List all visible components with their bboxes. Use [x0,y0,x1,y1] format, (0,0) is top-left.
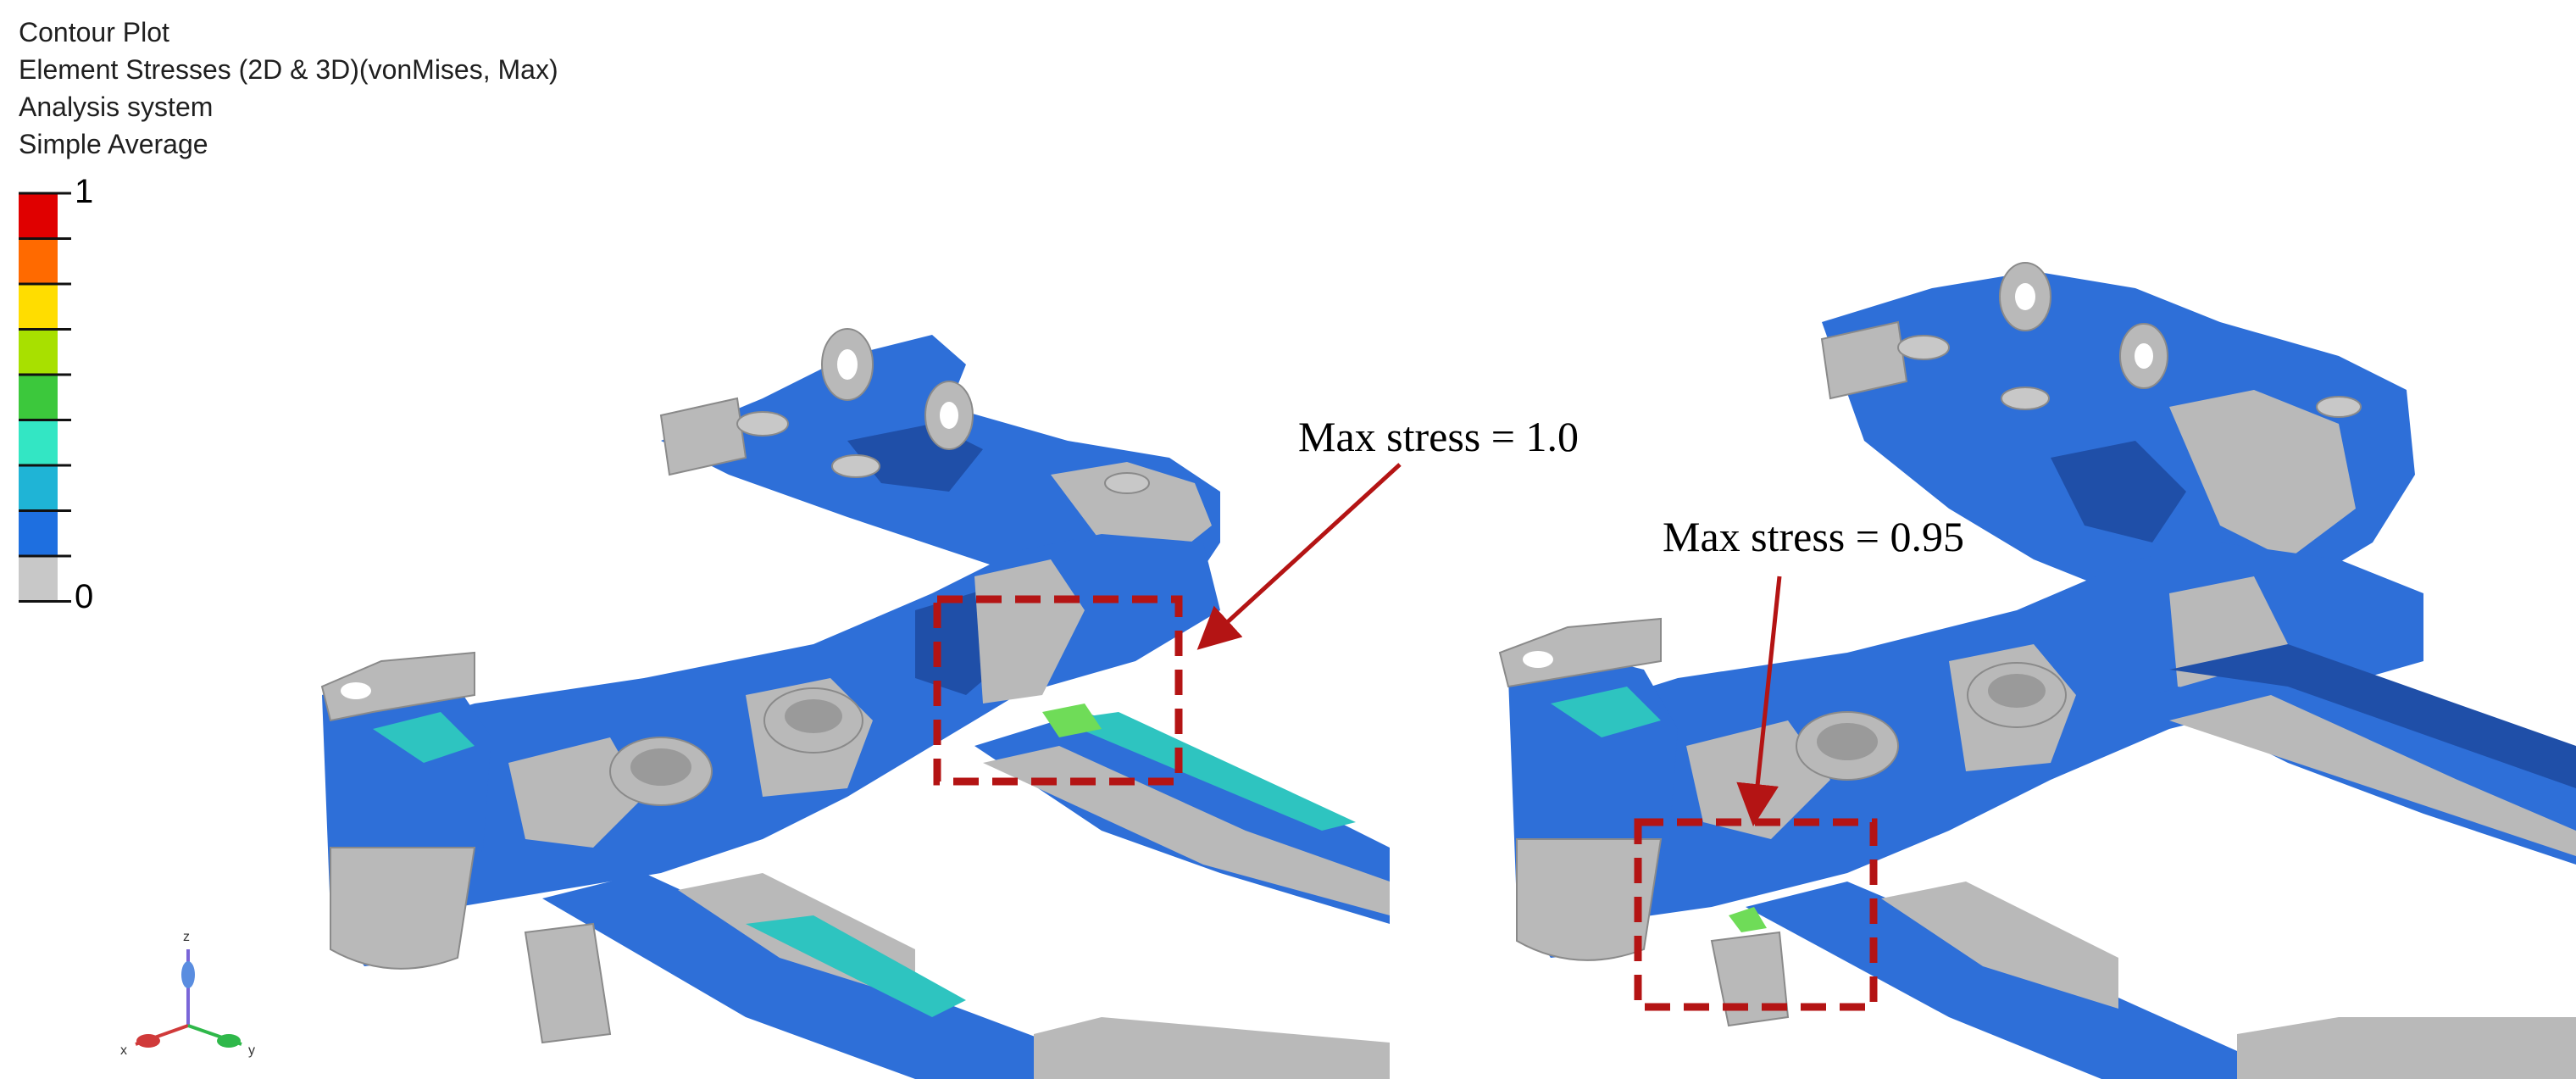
right-rail-rear-gray [2169,695,2576,856]
triad-z-label: z [183,930,190,944]
left-callout-arrow [1196,463,1402,650]
left-lower-bracket [524,922,612,1044]
left-rail-front [542,873,1051,1079]
left-lower-plate [1034,1017,1390,1079]
right-rail-front [1746,882,2237,1079]
legend-swatch-1 [19,238,58,284]
right-lug-2-hole [2135,343,2153,369]
right-front-tab [1498,617,1662,688]
left-front-green-patch [373,712,475,763]
left-rear-plate-gray [1051,462,1212,559]
right-front-cyan-patch [1551,687,1661,737]
legend-swatch-8 [19,556,58,602]
right-bore-2-inner [1988,674,2046,708]
legend-min-label: 0 [75,578,94,615]
right-bore-1-inner [1817,723,1878,760]
right-rear-plate-dark [2051,441,2186,542]
callout-right-max-stress: Max stress = 0.95 [1663,513,1964,560]
right-callout-arrow [1736,576,1782,826]
triad-z-cone [181,961,195,988]
left-rail-rear-cyan [1059,712,1356,831]
right-hotspot-green [1729,907,1767,932]
legend-swatch-4 [19,375,58,420]
legend-swatch-6 [19,465,58,511]
right-plate-hole-2 [2001,387,2050,410]
right-lower-bracket [1710,931,1790,1027]
legend-max-label: 1 [75,173,94,210]
right-front-boss-cylinder [1516,838,1663,961]
axis-triad: z x y [120,930,255,1058]
legend-swatch-0 [19,193,58,239]
left-lug-2-hole [940,402,958,429]
left-hotspot-box [933,595,1183,786]
left-bore-1-inner [630,748,691,786]
right-lower-plate [2237,1017,2576,1079]
left-lug-1-hole [837,349,858,380]
right-front-tab-hole [1523,651,1553,668]
plot-type-label: Contour Plot [19,17,169,47]
left-front-tab-hole [341,682,371,699]
right-top-mount-block [1820,320,1908,400]
left-front-tab [320,651,475,722]
legend-swatch-5 [19,420,58,465]
left-plate-hole-1 [736,411,789,437]
right-rail-front-gray [1881,882,2118,1009]
left-hotspot-green [1042,704,1102,737]
left-subframe-model [320,328,1390,1079]
legend-color-bar [19,192,71,603]
left-front-boss-cylinder [330,847,476,970]
right-rail-rear-top [2169,644,2576,788]
left-bore-2-inner [785,699,842,733]
left-rail-front-cyan [746,915,966,1017]
triad-x-label: x [120,1043,127,1058]
left-plate-hole-3 [1104,472,1150,494]
triad-x-cone [136,1034,160,1048]
legend-swatch-3 [19,329,58,375]
right-rear-plate-gray-1 [2169,390,2356,559]
coordinate-system-label: Analysis system [19,92,214,122]
triad-y-cone [217,1034,241,1048]
left-top-mount-block [659,397,747,476]
callout-left-max-stress: Max stress = 1.0 [1298,413,1579,460]
legend-swatch-2 [19,284,58,330]
left-plate-hole-2 [831,454,880,478]
averaging-method-label: Simple Average [19,129,208,159]
legend-swatch-7 [19,510,58,556]
triad-y-label: y [248,1043,255,1058]
right-lug-1-hole [2015,283,2035,310]
right-plate-hole-3 [2316,396,2362,418]
left-rail-rear-gray [983,746,1390,915]
result-type-label: Element Stresses (2D & 3D)(vonMises, Max… [19,54,558,85]
right-subframe-model [1498,262,2576,1079]
right-plate-hole-1 [1897,335,1950,360]
